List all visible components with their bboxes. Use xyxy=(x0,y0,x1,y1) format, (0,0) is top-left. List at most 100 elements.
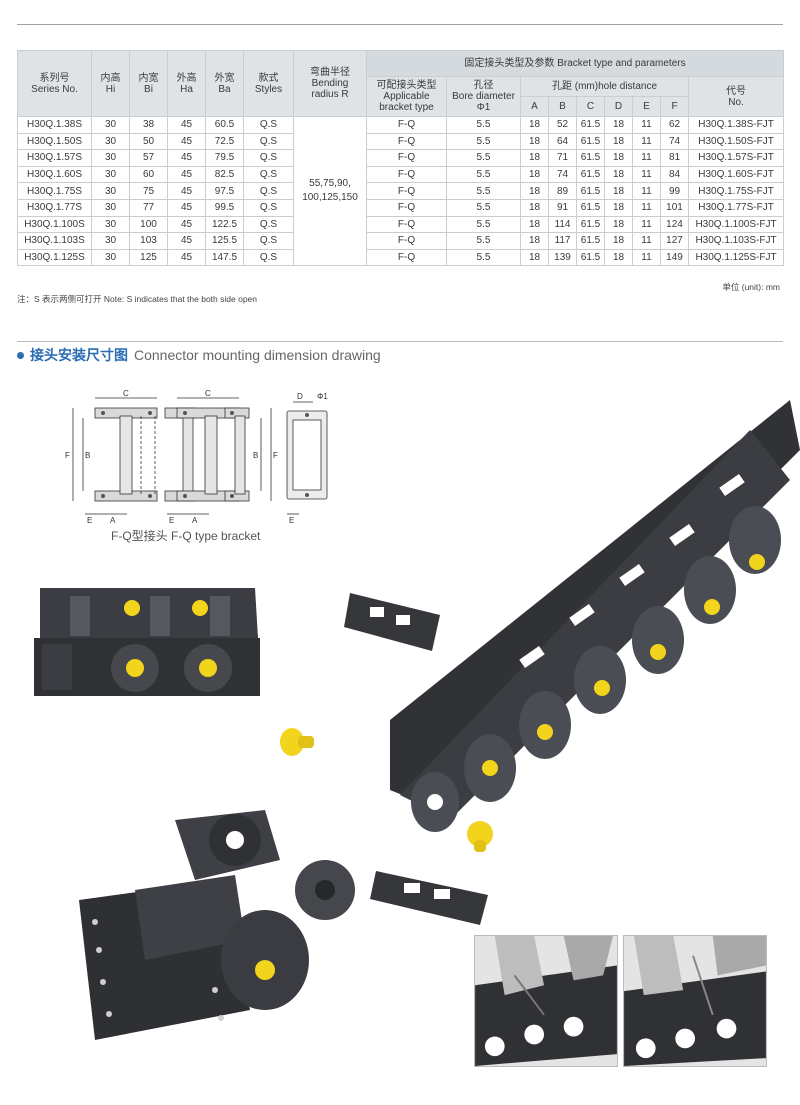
table-cell: 30 xyxy=(91,198,130,217)
dim-label-e2: E xyxy=(169,516,174,525)
section-title-cn: 接头安装尺寸图 xyxy=(30,347,128,363)
header-hole-d: D xyxy=(604,96,633,117)
header-hole-a: A xyxy=(520,96,549,117)
table-cell: F-Q xyxy=(366,248,447,267)
table-cell: Q.S xyxy=(243,149,294,167)
table-cell: H30Q.1.103S xyxy=(17,232,92,250)
table-cell: 45 xyxy=(167,182,206,200)
table-cell: 11 xyxy=(632,248,661,267)
table-cell: 61.5 xyxy=(576,248,605,267)
table-note: 注：S 表示两侧可打开 Note: S indicates that the b… xyxy=(17,294,257,304)
table-cell: 45 xyxy=(167,132,206,151)
table-cell: 11 xyxy=(632,215,661,234)
dim-label-phi: Φ1 xyxy=(317,392,328,401)
table-cell: 99 xyxy=(660,182,689,200)
table-cell: 11 xyxy=(632,149,661,167)
dim-label-d: D xyxy=(297,392,303,401)
table-cell: 5.5 xyxy=(446,232,521,250)
dim-label-b1: B xyxy=(85,451,90,460)
table-cell: F-Q xyxy=(366,232,447,250)
table-cell: 64 xyxy=(548,132,577,151)
dim-label-f1: F xyxy=(65,451,70,460)
table-cell: 5.5 xyxy=(446,165,521,184)
table-cell: 62 xyxy=(660,116,689,134)
table-cell: 139 xyxy=(548,248,577,267)
table-cell: 75 xyxy=(129,182,168,200)
connector-assembly-photo xyxy=(79,810,355,1040)
table-cell: 45 xyxy=(167,248,206,267)
table-cell: 18 xyxy=(604,232,633,250)
table-cell: 97.5 xyxy=(205,182,244,200)
table-cell: 18 xyxy=(520,232,549,250)
table-cell: 11 xyxy=(632,232,661,250)
table-cell: 100 xyxy=(129,215,168,234)
table-cell: 125.5 xyxy=(205,232,244,250)
table-cell: 74 xyxy=(660,132,689,151)
table-cell: 82.5 xyxy=(205,165,244,184)
table-cell: 61.5 xyxy=(576,116,605,134)
table-cell: H30Q.1.38S xyxy=(17,116,92,134)
section-title-en: Connector mounting dimension drawing xyxy=(134,347,381,363)
table-cell: 50 xyxy=(129,132,168,151)
table-cell: 117 xyxy=(548,232,577,250)
table-cell: 11 xyxy=(632,132,661,151)
table-cell: H30Q.1.57S-FJT xyxy=(687,149,785,167)
table-cell: H30Q.1.38S-FJT xyxy=(687,116,785,134)
table-cell: 60.5 xyxy=(205,116,244,134)
dim-label-c1: C xyxy=(123,389,129,398)
table-cell: F-Q xyxy=(366,132,447,151)
table-cell: H30Q.1.103S-FJT xyxy=(687,232,785,250)
dim-label-a1: A xyxy=(110,516,116,525)
table-cell: 61.5 xyxy=(576,232,605,250)
table-cell: 74 xyxy=(548,165,577,184)
table-cell: 79.5 xyxy=(205,149,244,167)
table-cell: 11 xyxy=(632,198,661,217)
table-cell: 60 xyxy=(129,165,168,184)
table-cell: 147.5 xyxy=(205,248,244,267)
table-cell: 18 xyxy=(604,182,633,200)
table-cell: 99.5 xyxy=(205,198,244,217)
table-cell: H30Q.1.75S-FJT xyxy=(687,182,785,200)
table-cell: 18 xyxy=(604,198,633,217)
table-cell: 18 xyxy=(520,149,549,167)
header-bracket-group: 固定接头类型及参数 Bracket type and parameters xyxy=(365,50,785,77)
table-cell: 5.5 xyxy=(446,149,521,167)
bracket-piece-top xyxy=(344,593,440,651)
table-cell: 61.5 xyxy=(576,149,605,167)
table-cell: 18 xyxy=(520,165,549,184)
table-cell: 45 xyxy=(167,165,206,184)
table-cell: 30 xyxy=(91,165,130,184)
table-cell: 5.5 xyxy=(446,198,521,217)
table-cell: Q.S xyxy=(243,248,294,267)
table-cell: 30 xyxy=(91,215,130,234)
table-cell: H30Q.1.100S-FJT xyxy=(687,215,785,234)
top-rule xyxy=(17,24,783,25)
table-cell: 11 xyxy=(632,165,661,184)
table-cell: 18 xyxy=(520,248,549,267)
table-cell: H30Q.1.50S-FJT xyxy=(687,132,785,151)
table-cell: 122.5 xyxy=(205,215,244,234)
table-cell: 18 xyxy=(520,116,549,134)
table-cell: 45 xyxy=(167,116,206,134)
table-cell: Q.S xyxy=(243,132,294,151)
dim-label-e1: E xyxy=(87,516,92,525)
table-cell: 125 xyxy=(129,248,168,267)
table-cell: Q.S xyxy=(243,198,294,217)
table-cell: 38 xyxy=(129,116,168,134)
table-cell: 81 xyxy=(660,149,689,167)
table-cell: H30Q.1.57S xyxy=(17,149,92,167)
table-cell: H30Q.1.100S xyxy=(17,215,92,234)
table-cell: H30Q.1.125S xyxy=(17,248,92,267)
bullet-dot xyxy=(17,351,24,359)
table-cell: F-Q xyxy=(366,116,447,134)
table-cell: H30Q.1.50S xyxy=(17,132,92,151)
table-cell: 18 xyxy=(520,198,549,217)
table-cell: 18 xyxy=(520,182,549,200)
